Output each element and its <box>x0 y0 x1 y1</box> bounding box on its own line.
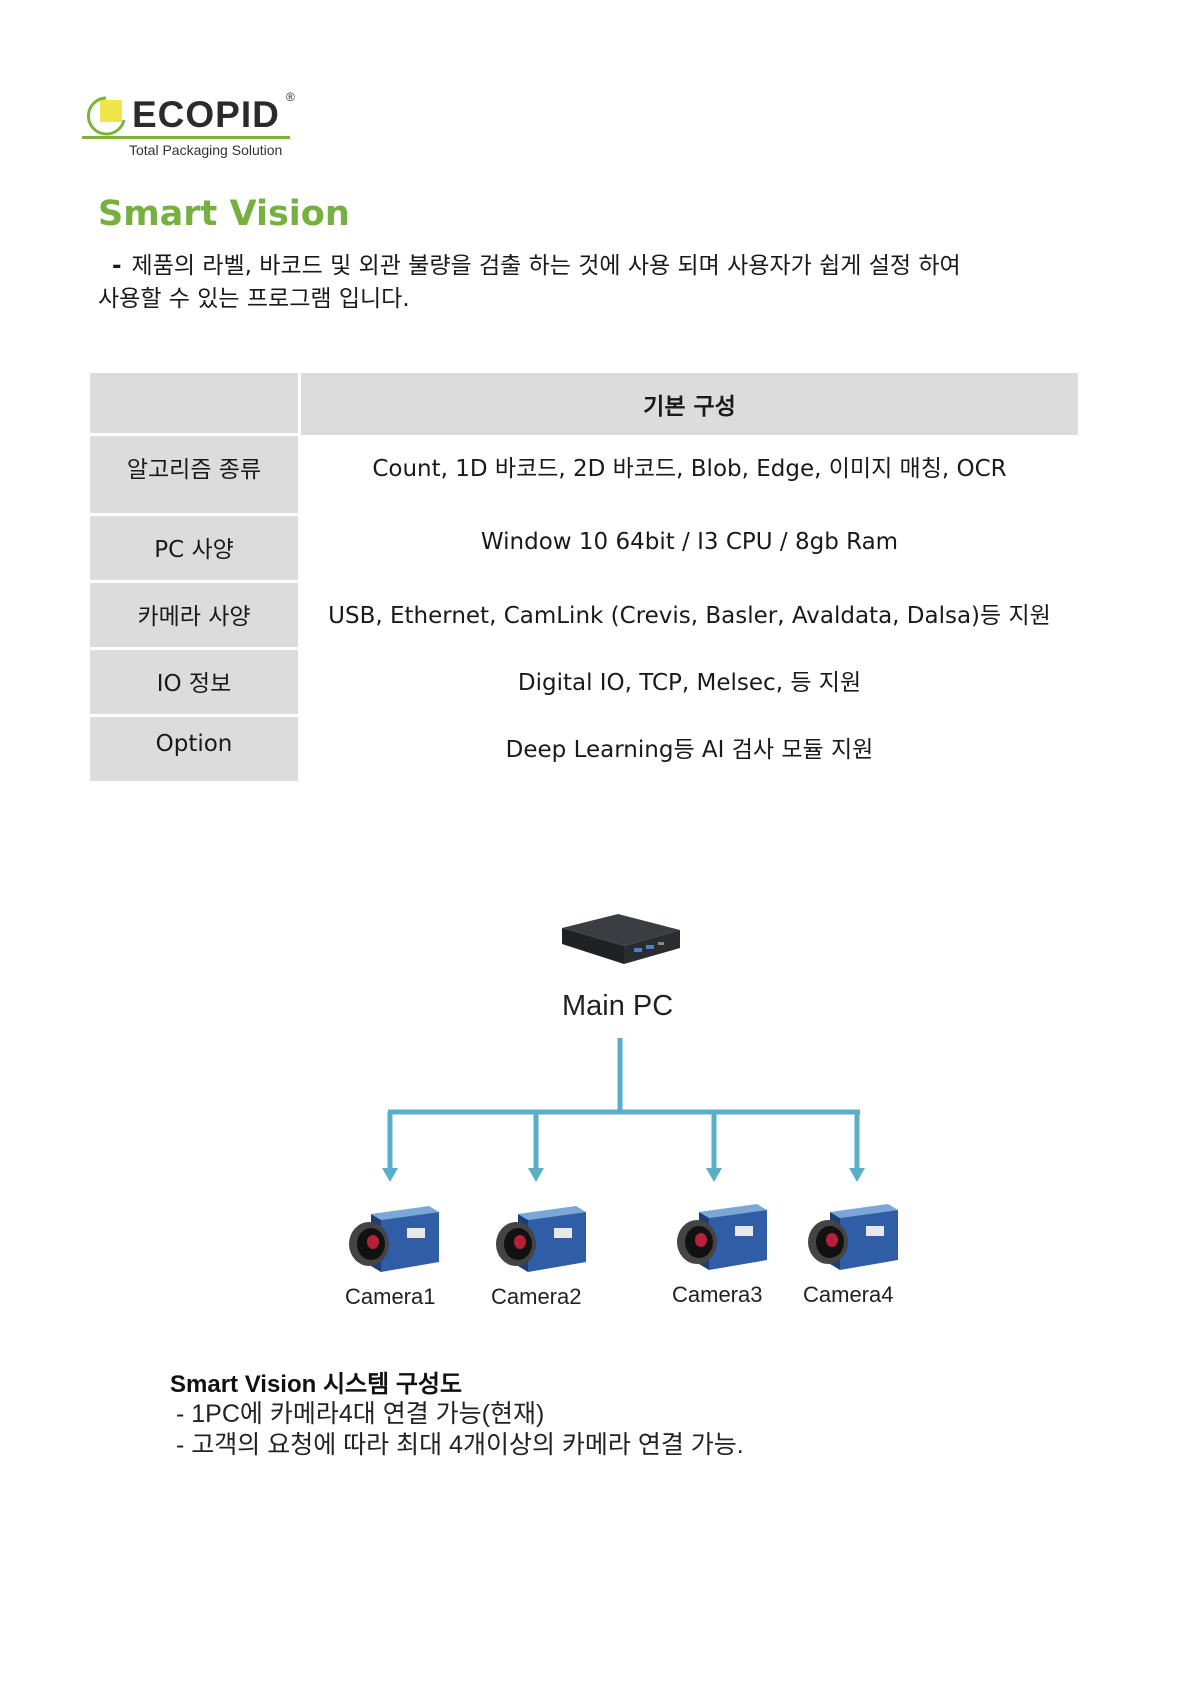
camera-label: Camera2 <box>491 1284 582 1309</box>
row-value: Deep Learning등 AI 검사 모듈 지원 <box>299 715 1078 781</box>
system-diagram-title: Smart Vision 시스템 구성도 <box>170 1371 463 1398</box>
logo-tagline: Total Packaging Solution <box>129 142 283 158</box>
ecopid-logo: ECOPID ® Total Packaging Solution <box>82 90 312 162</box>
camera-icon <box>349 1206 439 1272</box>
row-key: 카메라 사양 <box>90 580 301 649</box>
row-key: IO 정보 <box>90 647 301 716</box>
row-value: Count, 1D 바코드, 2D 바코드, Blob, Edge, 이미지 매… <box>299 434 1078 515</box>
table-row: IO 정보 Digital IO, TCP, Melsec, 등 지원 <box>90 647 1078 716</box>
intro-dash: - <box>112 253 122 279</box>
row-value: USB, Ethernet, CamLink (Crevis, Basler, … <box>299 581 1078 649</box>
intro-paragraph: -제품의 라벨, 바코드 및 외관 불량을 검출 하는 것에 사용 되며 사용자… <box>98 250 1118 316</box>
logo-wordmark: ECOPID <box>132 94 280 135</box>
camera-icon <box>677 1204 767 1270</box>
table-row: 카메라 사양 USB, Ethernet, CamLink (Crevis, B… <box>90 580 1078 649</box>
spec-table-header: 기본 구성 <box>299 373 1078 435</box>
page-title: Smart Vision <box>98 194 350 234</box>
mini-pc-icon <box>556 900 686 972</box>
table-row: 알고리즘 종류 Count, 1D 바코드, 2D 바코드, Blob, Edg… <box>90 433 1078 515</box>
spec-table: 기본 구성 알고리즘 종류 Count, 1D 바코드, 2D 바코드, Blo… <box>90 373 1078 781</box>
camera-label: Camera3 <box>672 1282 763 1307</box>
spec-table-header-row: 기본 구성 <box>90 373 1078 435</box>
row-key: PC 사양 <box>90 513 301 582</box>
row-key: 알고리즘 종류 <box>90 433 301 515</box>
system-note-1: - 1PC에 카메라4대 연결 가능(현재) <box>176 1400 545 1428</box>
intro-line-2: 사용할 수 있는 프로그램 입니다. <box>98 286 410 312</box>
logo-underline <box>82 136 290 139</box>
table-row: Option Deep Learning등 AI 검사 모듈 지원 <box>90 714 1078 781</box>
camera-label: Camera4 <box>803 1282 894 1307</box>
camera-label: Camera1 <box>345 1284 436 1309</box>
main-pc-label: Main PC <box>562 990 674 1022</box>
connector-lines <box>382 1038 865 1182</box>
registered-mark: ® <box>286 90 295 104</box>
system-note-2: - 고객의 요청에 따라 최대 4개이상의 카메라 연결 가능. <box>176 1431 744 1459</box>
row-key: Option <box>90 714 301 781</box>
row-value: Window 10 64bit / I3 CPU / 8gb Ram <box>299 514 1078 582</box>
camera-icon <box>808 1204 898 1270</box>
logo-mark-icon <box>86 96 126 136</box>
row-value: Digital IO, TCP, Melsec, 등 지원 <box>299 648 1078 716</box>
intro-text-1: 제품의 라벨, 바코드 및 외관 불량을 검출 하는 것에 사용 되며 사용자가… <box>131 253 961 279</box>
header-empty-cell <box>90 373 301 435</box>
camera-icon <box>496 1206 586 1272</box>
intro-line-1: -제품의 라벨, 바코드 및 외관 불량을 검출 하는 것에 사용 되며 사용자… <box>98 250 1118 283</box>
table-row: PC 사양 Window 10 64bit / I3 CPU / 8gb Ram <box>90 513 1078 582</box>
